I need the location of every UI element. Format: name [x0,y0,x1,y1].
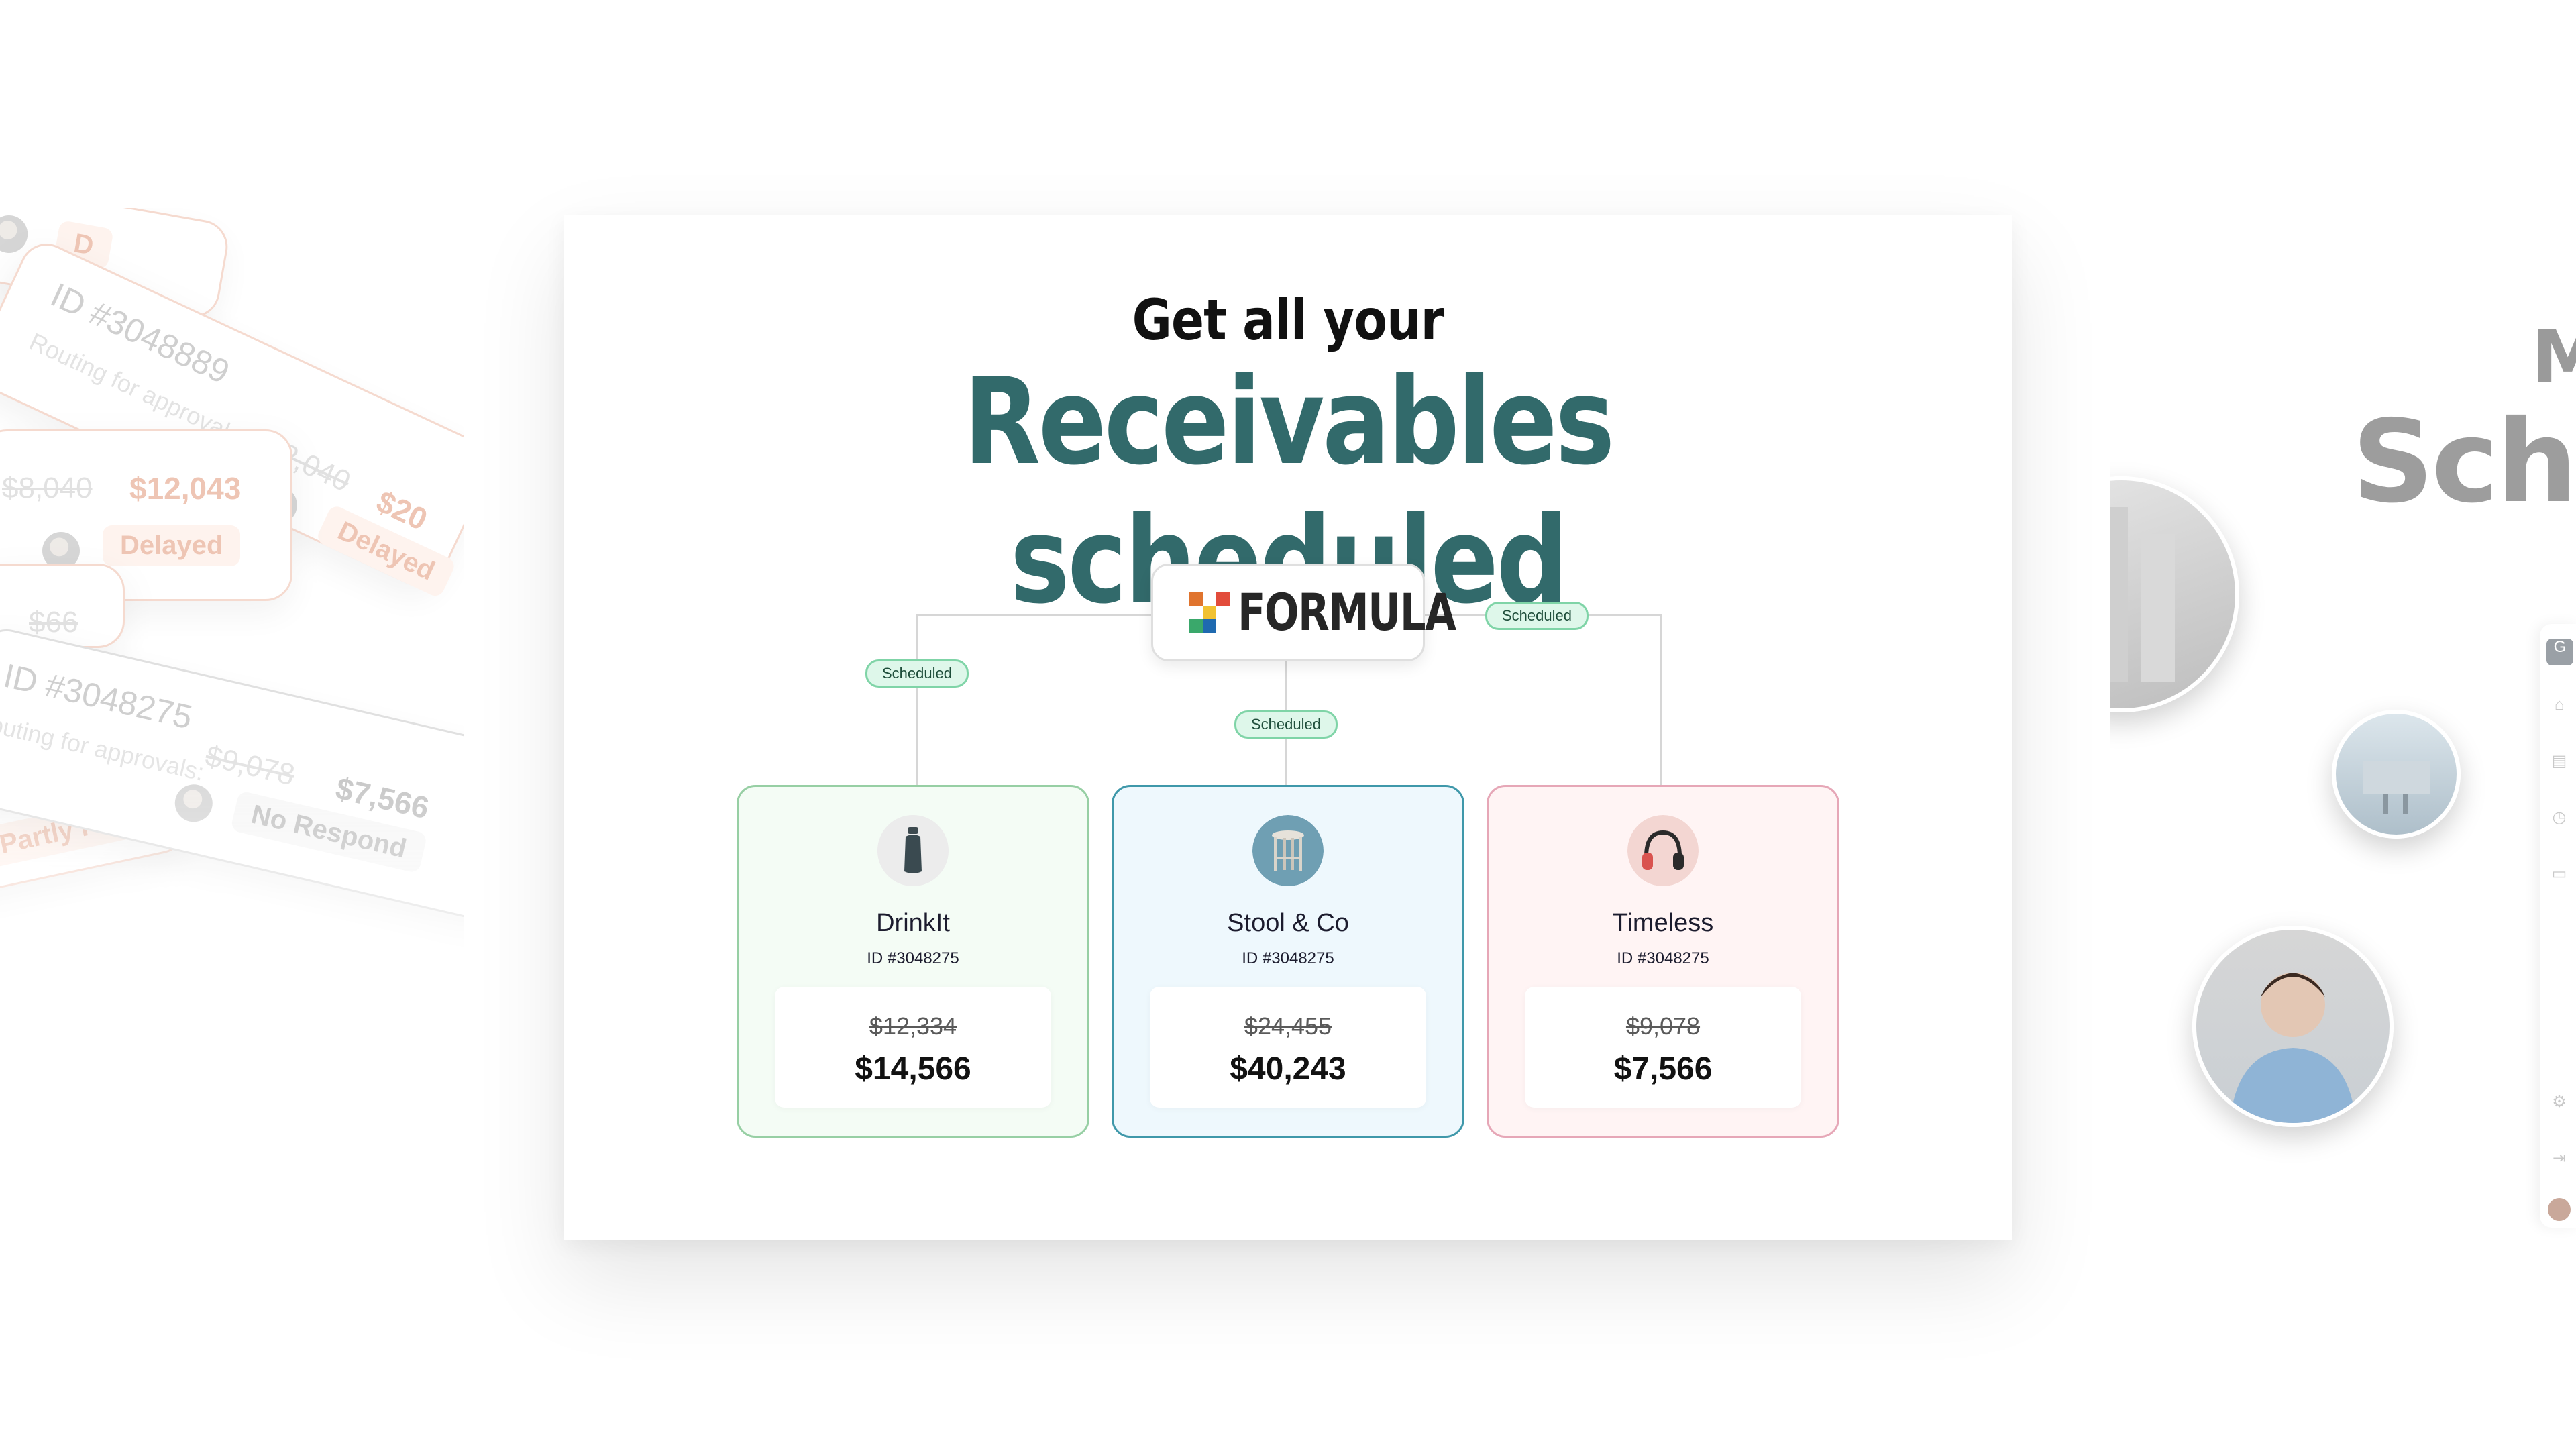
scheduled-badge: Scheduled [1485,602,1589,630]
money-icon[interactable]: ▭ [2551,865,2567,883]
background-card: ID #3048275 Routing for approvals: $9,07… [0,624,464,926]
warehouse-photo [2332,710,2461,839]
vendor-id: ID #3048275 [1617,949,1709,967]
vendor-name: DrinkIt [876,909,950,937]
amount-box: $12,334 $14,566 [775,987,1051,1108]
vendor-card-drinkit[interactable]: DrinkIt ID #3048275 $12,334 $14,566 [737,785,1089,1138]
background-card: $66 [0,564,125,648]
vendor-name: Stool & Co [1227,909,1349,937]
logo-icon[interactable]: G [2546,639,2573,665]
avatar [42,532,80,570]
person-photo [2192,926,2394,1127]
old-amount: $9,078 [1625,1012,1701,1040]
old-amount: $66 [29,606,78,639]
scheduled-badge: Scheduled [865,659,969,688]
vendor-card-timeless[interactable]: Timeless ID #3048275 $9,078 $7,566 [1487,785,1839,1138]
new-amount: $7,566 [1613,1051,1713,1087]
amount-box: $9,078 $7,566 [1525,987,1801,1108]
formula-logo-mark [1189,592,1230,633]
app-sidebar: G ⌂ ▤ ◷ ▭ ⚙ ⇥ [2540,624,2576,1228]
stool-icon [1252,815,1324,886]
vendor-id: ID #3048275 [1242,949,1334,967]
scheduled-badge: Scheduled [1234,710,1338,739]
preview-title: Sche [2352,396,2576,529]
new-amount: $40,243 [1230,1051,1346,1087]
vendor-name: Timeless [1612,909,1714,937]
gear-icon[interactable]: ⚙ [2552,1093,2567,1111]
calendar-icon[interactable]: ▤ [2551,752,2567,770]
old-amount: $12,334 [869,1012,957,1040]
hero-title: Receivables scheduled [963,352,1615,630]
new-amount: $12,043 [129,471,241,506]
right-preview: M Sche G ⌂ ▤ ◷ ▭ ⚙ ⇥ [2110,295,2576,1248]
old-amount: $9,078 [202,739,298,792]
bottle-icon [877,815,949,886]
avatar [0,212,31,256]
avatar [171,780,217,826]
home-icon[interactable]: ⌂ [2554,696,2565,714]
old-amount: $8,040 [2,472,93,504]
avatar[interactable] [2548,1198,2571,1221]
status-badge: Delayed [103,525,241,566]
vendor-card-stool-co[interactable]: Stool & Co ID #3048275 $24,455 $40,243 [1112,785,1464,1138]
receivables-panel: Get all your Receivables scheduled Sched… [564,215,2012,1240]
formula-logo-text: FORMULA [1238,582,1456,642]
hero-subtitle: Get all your [1132,287,1445,353]
background-card: $8,040 $12,043 Delayed [0,429,292,601]
clock-icon[interactable]: ◷ [2552,808,2567,826]
left-background-cards: D ID #3048889 Routing for approvals: $22… [0,208,464,1161]
logout-icon[interactable]: ⇥ [2552,1149,2567,1167]
preview-subtitle: M [2532,315,2576,399]
vendor-id: ID #3048275 [867,949,959,967]
new-amount: $14,566 [855,1051,971,1087]
headphones-icon [1627,815,1699,886]
old-amount: $24,455 [1244,1012,1332,1040]
amount-box: $24,455 $40,243 [1150,987,1426,1108]
formula-logo: FORMULA [1151,564,1456,661]
industrial-photo [2110,476,2239,712]
